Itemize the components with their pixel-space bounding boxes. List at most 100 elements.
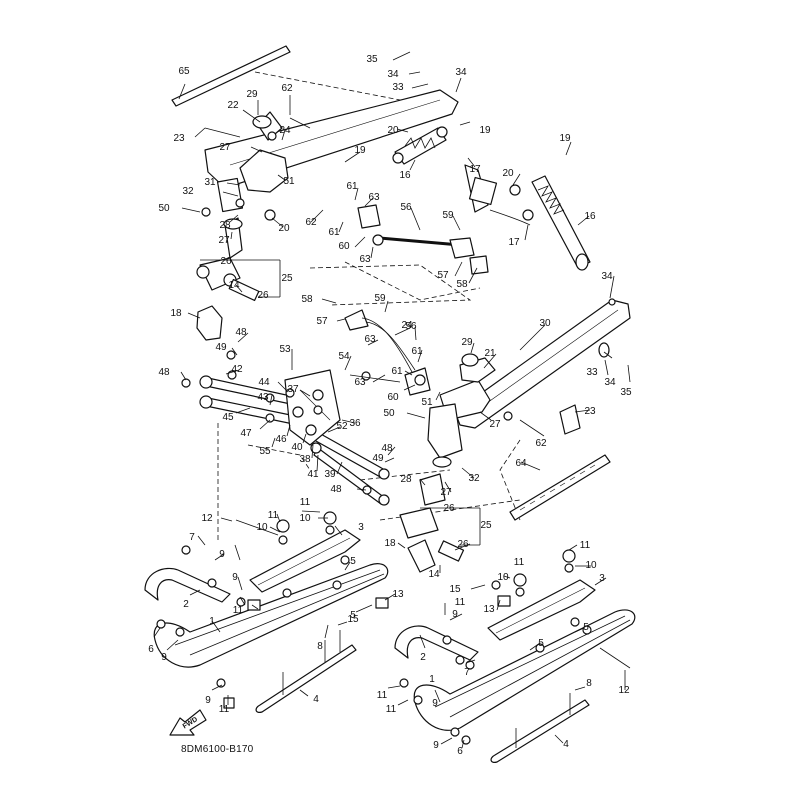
callout-3: 3: [599, 573, 605, 584]
callout-15: 15: [347, 614, 359, 625]
callout-59: 59: [442, 210, 454, 221]
callout-51: 51: [421, 397, 433, 408]
callout-50: 50: [383, 408, 395, 419]
callout-8: 8: [586, 678, 592, 689]
callout-6: 6: [148, 644, 154, 655]
callout-5: 5: [583, 622, 589, 633]
callout-7: 7: [464, 667, 470, 678]
callout-62: 62: [281, 83, 293, 94]
callout-26: 26: [220, 256, 232, 267]
callout-29: 29: [246, 89, 258, 100]
callout-2: 2: [183, 599, 189, 610]
callout-11: 11: [300, 497, 311, 508]
callout-34: 34: [455, 67, 467, 78]
callout-11: 11: [268, 510, 279, 521]
callout-10: 10: [256, 522, 268, 533]
callout-21: 21: [484, 348, 496, 359]
callout-63: 63: [354, 377, 366, 388]
callout-11: 11: [580, 540, 591, 551]
callout-61: 61: [346, 181, 358, 192]
callout-48: 48: [330, 484, 342, 495]
callout-26: 26: [443, 503, 455, 514]
callout-42: 42: [231, 364, 243, 375]
callout-16: 16: [584, 211, 596, 222]
callout-13: 13: [392, 589, 404, 600]
callout-4: 4: [563, 739, 569, 750]
callout-40: 40: [291, 442, 303, 453]
callout-61: 61: [328, 227, 340, 238]
callout-35: 35: [620, 387, 632, 398]
callout-63: 63: [359, 254, 371, 265]
callout-3: 3: [358, 522, 364, 533]
callout-37: 37: [287, 384, 299, 395]
callout-57: 57: [316, 316, 328, 327]
callout-27: 27: [489, 419, 501, 430]
callout-39: 39: [324, 469, 336, 480]
callout-25: 25: [480, 520, 492, 531]
callout-12: 12: [618, 685, 630, 696]
callout-57: 57: [437, 270, 449, 281]
callout-49: 49: [215, 342, 227, 353]
callout-9: 9: [433, 740, 439, 751]
forward-arrow: FWD: [169, 709, 207, 736]
ski-right: [394, 549, 636, 763]
steering-column-30: [399, 298, 631, 573]
callout-4: 4: [313, 694, 319, 705]
callout-51: 51: [283, 176, 295, 187]
callout-60: 60: [338, 241, 350, 252]
callout-12: 12: [201, 513, 213, 524]
callout-44: 44: [258, 377, 270, 388]
callout-27: 27: [219, 142, 231, 153]
callout-56: 56: [405, 321, 417, 332]
callout-11: 11: [386, 704, 397, 715]
callout-11: 11: [455, 597, 466, 608]
callout-1: 1: [209, 616, 215, 627]
callout-10: 10: [497, 572, 509, 583]
callout-32: 32: [468, 473, 480, 484]
callout-58: 58: [456, 279, 468, 290]
callout-5: 5: [350, 610, 356, 621]
callout-14: 14: [228, 280, 240, 291]
callout-59: 59: [374, 293, 386, 304]
callout-18: 18: [170, 308, 182, 319]
callout-63: 63: [368, 192, 380, 203]
ski-left: [144, 511, 389, 713]
callout-17: 17: [508, 237, 520, 248]
callout-28: 28: [219, 220, 231, 231]
decal-64: [509, 454, 611, 521]
callout-10: 10: [299, 513, 311, 524]
steering-column-upper: [196, 89, 459, 341]
callout-15: 15: [449, 584, 461, 595]
callout-10: 10: [585, 560, 597, 571]
callout-5: 5: [538, 638, 544, 649]
callout-6: 6: [457, 746, 463, 757]
callout-20: 20: [502, 168, 514, 179]
callout-19: 19: [559, 133, 571, 144]
callout-9: 9: [232, 572, 238, 583]
tie-rod-upper: [357, 204, 489, 275]
callout-60: 60: [387, 392, 399, 403]
callout-8: 8: [317, 641, 323, 652]
leader-lines: [153, 51, 631, 749]
callout-30: 30: [539, 318, 551, 329]
callout-43: 43: [257, 392, 269, 403]
callout-11: 11: [233, 605, 244, 616]
callout-24: 24: [279, 125, 291, 136]
callout-53: 53: [279, 344, 291, 355]
callout-11: 11: [377, 690, 388, 701]
callout-11: 11: [514, 557, 525, 568]
callout-63: 63: [364, 334, 376, 345]
callout-28: 28: [400, 474, 412, 485]
callout-55: 55: [259, 446, 271, 457]
callout-26: 26: [457, 539, 469, 550]
callout-9: 9: [219, 549, 225, 560]
callout-35: 35: [366, 54, 378, 65]
callout-50: 50: [158, 203, 170, 214]
callout-45: 45: [222, 412, 234, 423]
callout-64: 64: [515, 458, 527, 469]
callout-41: 41: [307, 469, 319, 480]
callout-18: 18: [384, 538, 396, 549]
callout-27: 27: [440, 487, 452, 498]
